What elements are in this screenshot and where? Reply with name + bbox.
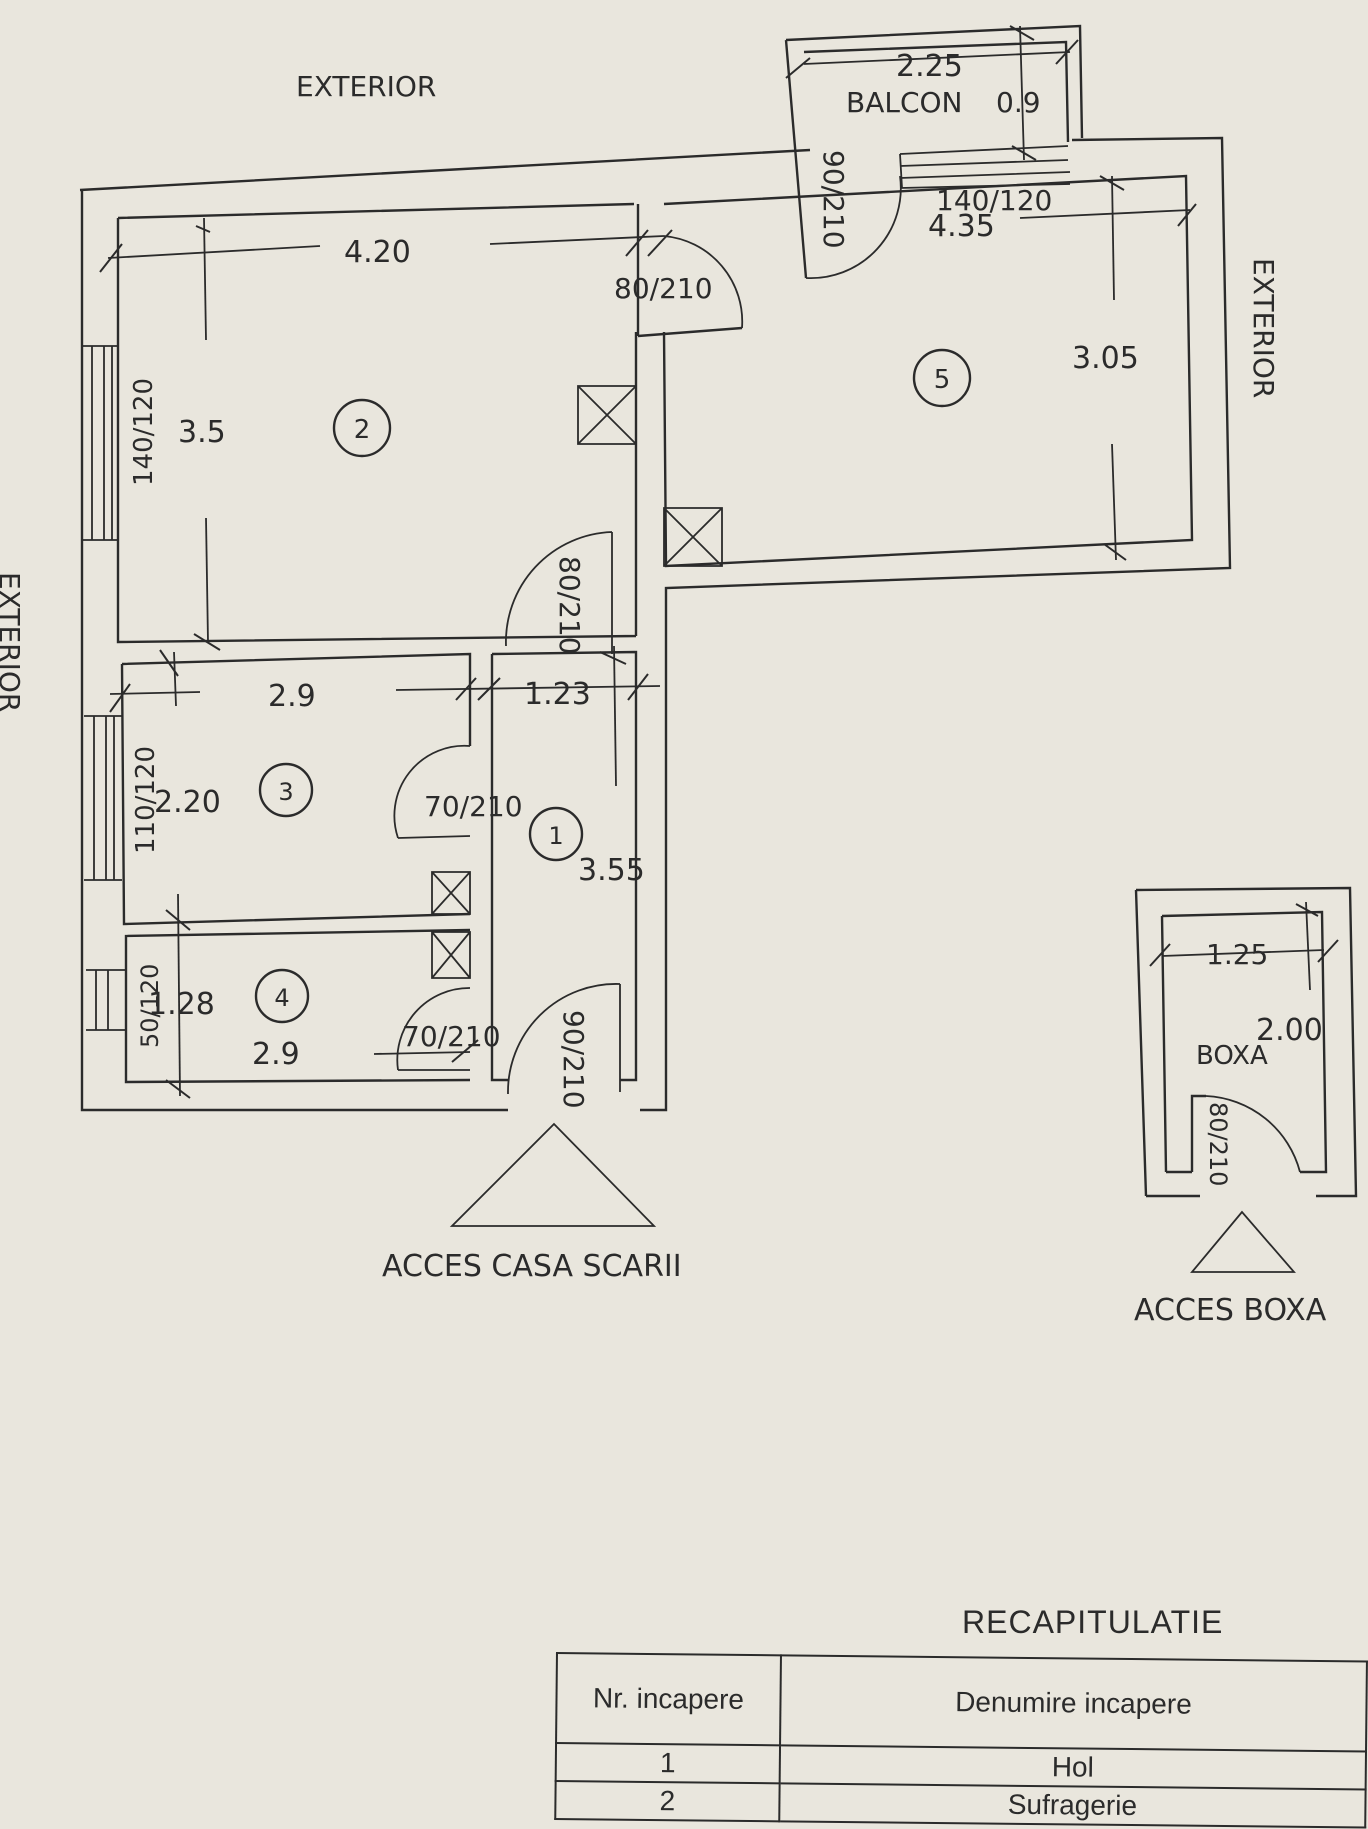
cell-nr: 1 [555, 1743, 781, 1784]
dim-room5-width: 4.35 [928, 209, 995, 244]
dim-room2-width: 4.20 [344, 235, 411, 270]
col-header-name: Denumire incapere [780, 1655, 1367, 1752]
label-exterior-right: EXTERIOR [1247, 258, 1280, 398]
vent-ducts [431, 385, 723, 979]
boxa-access-triangle [1190, 1210, 1296, 1273]
room-marker-4 [254, 968, 310, 1024]
door-room4-label: 70/210 [402, 1020, 501, 1053]
label-acces-casa-scarii: ACCES CASA SCARII [382, 1249, 682, 1284]
dim-boxa-depth: 2.00 [1256, 1013, 1323, 1048]
dimension-values: 4.20 3.5 4.35 3.05 2.9 2.20 2.9 1.28 1.2… [148, 49, 1323, 1072]
window-room4-label: 50/120 [136, 964, 164, 1048]
window-room5-label: 140/120 [936, 184, 1052, 217]
dim-hall-depth: 3.55 [578, 853, 645, 888]
cell-nr: 2 [555, 1781, 780, 1822]
door-room2-label: 80/210 [614, 272, 713, 305]
dim-room3-width: 2.9 [268, 679, 316, 714]
label-balcon: BALCON [846, 86, 963, 119]
room-marker-2 [332, 398, 392, 458]
door-entry-label: 90/210 [557, 1010, 590, 1109]
room-markers: 2 5 3 1 4 [254, 348, 972, 1024]
windows [82, 345, 126, 1031]
dimension-lines [99, 25, 1197, 1099]
dim-room2-depth: 3.5 [178, 415, 226, 450]
room-marker-1 [528, 806, 584, 862]
doors [393, 175, 902, 1095]
room-marker-3 [258, 762, 314, 818]
entry-access-triangle [449, 1122, 657, 1227]
dim-balcon-width: 2.25 [896, 49, 963, 84]
cell-name: Hol [779, 1745, 1367, 1790]
opening-values: 80/210 80/210 90/210 70/210 70/210 90/21… [129, 150, 1232, 1186]
room-number-5: 5 [934, 365, 951, 395]
dim-room3-depth: 2.20 [154, 785, 221, 820]
boxa-outline [1134, 886, 1358, 1198]
recap-table: Nr. incapere Denumire incapere 1 Hol 2 S… [554, 1652, 1368, 1828]
window-room3-label: 110/120 [131, 746, 161, 854]
balcony-outline [784, 24, 1084, 279]
label-exterior-left: EXTERIOR [0, 572, 26, 712]
table-header-row: Nr. incapere Denumire incapere [556, 1653, 1367, 1752]
dim-boxa-width: 1.25 [1206, 938, 1268, 971]
dim-room5-depth: 3.05 [1072, 341, 1139, 376]
door-balcon-label: 90/210 [817, 150, 850, 249]
room-number-4: 4 [274, 984, 289, 1012]
door-boxa-label: 80/210 [1204, 1102, 1232, 1186]
table-row: 2 Sufragerie [555, 1781, 1366, 1828]
room-number-3: 3 [278, 778, 293, 806]
door-hall-room2-label: 80/210 [553, 556, 586, 655]
recap-title: RECAPITULATIE [962, 1604, 1224, 1640]
dim-balcon-depth: 0.9 [996, 86, 1041, 119]
plan-labels: EXTERIOR EXTERIOR EXTERIOR BALCON BOXA A… [0, 70, 1327, 1328]
door-room3-label: 70/210 [424, 790, 523, 823]
dim-room4-width: 2.9 [252, 1037, 300, 1072]
label-boxa: BOXA [1196, 1041, 1268, 1071]
col-header-nr: Nr. incapere [556, 1653, 781, 1746]
room-number-1: 1 [548, 822, 563, 850]
main-walls [79, 136, 1232, 1112]
cell-name: Sufragerie [779, 1783, 1366, 1828]
dim-hall-width: 1.23 [524, 677, 591, 712]
room-number-2: 2 [354, 415, 371, 445]
dim-room4-depth: 1.28 [148, 987, 215, 1022]
label-exterior-top: EXTERIOR [296, 70, 436, 103]
label-acces-boxa: ACCES BOXA [1134, 1293, 1327, 1328]
room-marker-5 [912, 348, 972, 408]
window-room2-label: 140/120 [129, 378, 159, 486]
